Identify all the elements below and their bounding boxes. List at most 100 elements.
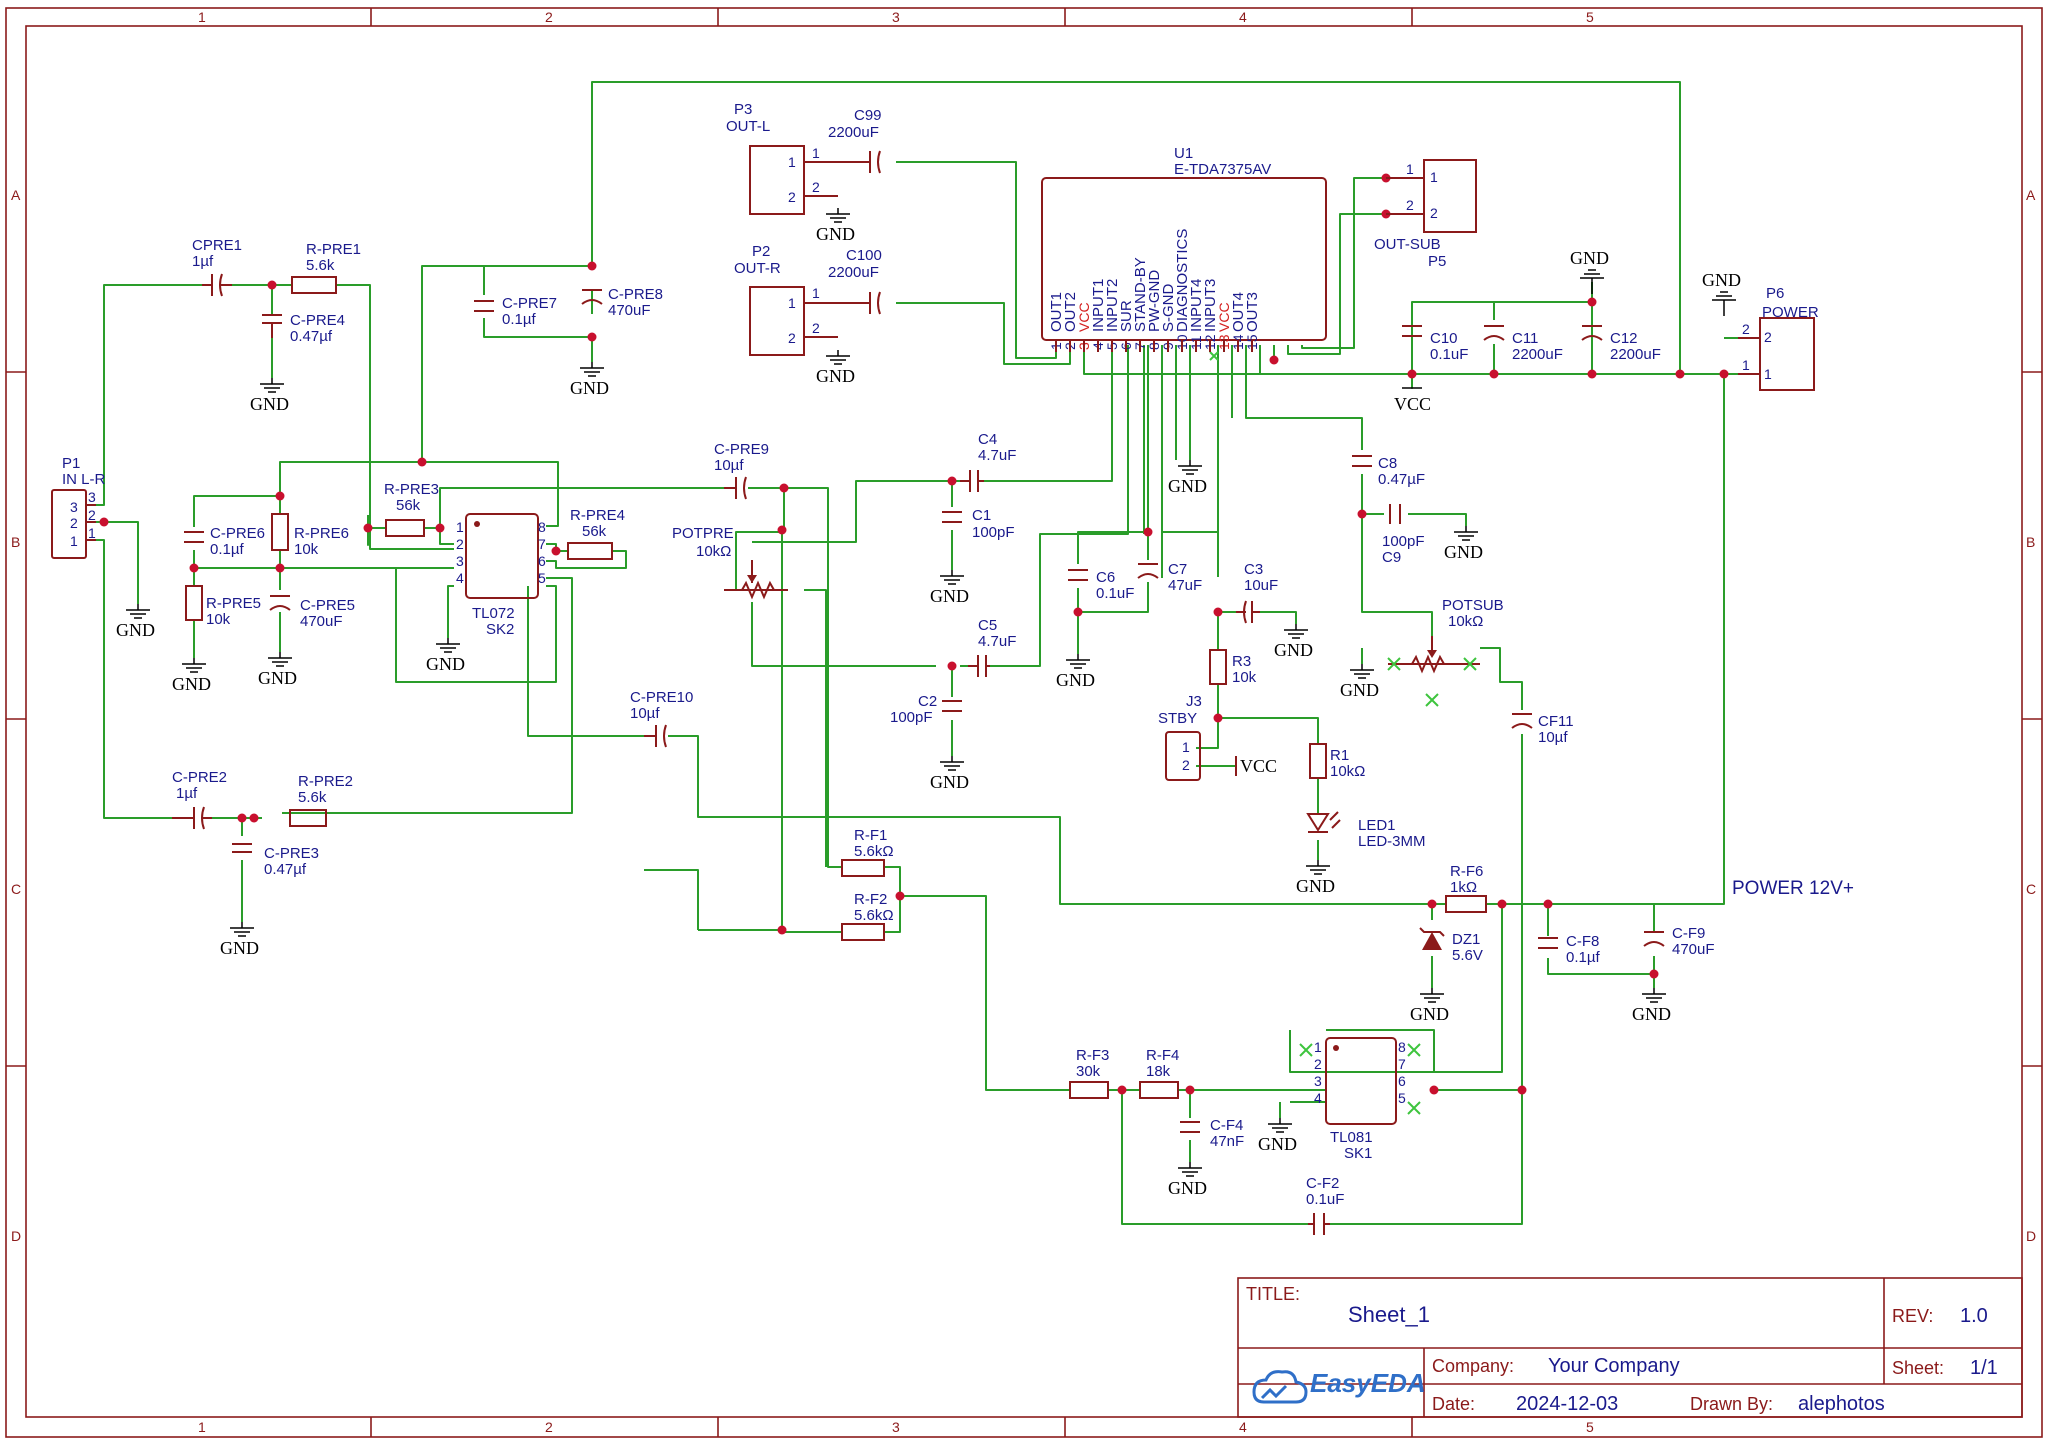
tl081-ref: SK1 <box>1344 1145 1372 1162</box>
ground-symbol: GND <box>1632 988 1671 1024</box>
led1-value: LED-3MM <box>1358 833 1426 850</box>
tl072-pin-5: 5 <box>538 570 546 586</box>
cf4-ref: C-F4 <box>1210 1117 1243 1134</box>
junction-dot <box>1269 355 1279 365</box>
p3-name: OUT-L <box>726 118 770 135</box>
u1-pin-name-12: INPUT3 <box>1202 279 1219 332</box>
ground-symbol: GND <box>250 378 289 414</box>
p3-pin-2b: 2 <box>812 179 820 195</box>
c100-value: 2200uF <box>828 264 879 281</box>
gnd-label: GND <box>816 366 855 386</box>
cpre9-value: 10µf <box>714 457 744 474</box>
ground-symbol: GND <box>1056 654 1095 690</box>
cpre4-value: 0.47µf <box>290 328 333 345</box>
junction-dot <box>587 332 597 342</box>
easyeda-logo-text: EasyEDA <box>1310 1368 1426 1398</box>
c8-ref: C8 <box>1378 455 1397 472</box>
junction-dot <box>1073 607 1083 617</box>
gnd-label: GND <box>1168 476 1207 496</box>
c10-ref: C10 <box>1430 330 1458 347</box>
gnd-label: GND <box>930 772 969 792</box>
zone-row-b-right: B <box>2026 534 2035 550</box>
j3-ref: J3 <box>1186 693 1202 710</box>
c7-value: 47uF <box>1168 577 1202 594</box>
junction-dot <box>777 925 787 935</box>
rpre6-ref: R-PRE6 <box>294 525 349 542</box>
c1-ref: C1 <box>972 507 991 524</box>
gnd-label: GND <box>1168 1178 1207 1198</box>
u1-pin-name-14: OUT4 <box>1230 292 1247 332</box>
gnd-label: GND <box>250 394 289 414</box>
junction-dot <box>947 476 957 486</box>
tl072-pin-4: 4 <box>456 570 464 586</box>
c1-value: 100pF <box>972 524 1015 541</box>
u1-pin-name-2: OUT2 <box>1062 292 1079 332</box>
junction-dot <box>275 563 285 573</box>
rpre1-ref: R-PRE1 <box>306 241 361 258</box>
tl081-pin-7: 7 <box>1398 1056 1406 1072</box>
vcc-label: VCC <box>1394 394 1431 414</box>
drawn-by-label: Drawn By: <box>1690 1394 1773 1414</box>
gnd-label: GND <box>570 378 609 398</box>
u1-pin-labels: OUT11OUT22VCC3INPUT14INPUT25SUR6STAND-BY… <box>1048 229 1261 352</box>
u1-pin-name-7: STAND-BY <box>1132 257 1149 332</box>
u1-pin-name-4: INPUT1 <box>1090 279 1107 332</box>
c5-value: 4.7uF <box>978 633 1016 650</box>
cpre5-ref: C-PRE5 <box>300 597 355 614</box>
junction-dot <box>1675 369 1685 379</box>
junction-dot <box>1649 969 1659 979</box>
r3-value: 10k <box>1232 669 1257 686</box>
tl072-pin-6: 6 <box>538 553 546 569</box>
junction-dot <box>1489 369 1499 379</box>
u1-pin-name-11: INPUT4 <box>1188 279 1205 332</box>
cpre5-value: 470uF <box>300 613 343 630</box>
p2-pin-2: 2 <box>788 330 796 346</box>
vcc-symbol: VCC <box>1394 387 1431 414</box>
junction-dot <box>1427 899 1437 909</box>
vcc-label: VCC <box>1240 756 1277 776</box>
p6-ref: P6 <box>1766 285 1784 302</box>
cf2-ref: C-F2 <box>1306 1175 1339 1192</box>
cpre10-value: 10µf <box>630 705 660 722</box>
no-connect-markers <box>1209 351 1477 1115</box>
junction-dot <box>1357 509 1367 519</box>
ground-symbol: GND <box>258 652 297 688</box>
cpre2-ref: C-PRE2 <box>172 769 227 786</box>
c8-value: 0.47µF <box>1378 471 1425 488</box>
ground-symbol: GND <box>930 756 969 792</box>
gnd-label: GND <box>1632 1004 1671 1024</box>
ground-symbols: GND GND GND GND GND GND GND GND GND GND GND GND GND G… <box>116 208 1741 1198</box>
r3-ref: R3 <box>1232 653 1251 670</box>
company-value: Your Company <box>1548 1355 1680 1377</box>
junction-dot <box>189 563 199 573</box>
gnd-label: GND <box>1340 680 1379 700</box>
p6-name: POWER <box>1762 304 1819 321</box>
rf3-value: 30k <box>1076 1063 1101 1080</box>
c5-ref: C5 <box>978 617 997 634</box>
zone-col-3-bottom: 3 <box>892 1419 900 1435</box>
u1-pin-name-1: OUT1 <box>1048 292 1065 332</box>
ground-symbol: GND <box>116 604 155 640</box>
u1-pin-name-8: PW-GND <box>1146 270 1163 332</box>
junction-dot <box>237 813 247 823</box>
junction-dot <box>587 261 597 271</box>
tl081-pin-8: 8 <box>1398 1039 1406 1055</box>
sheet-frame <box>5 7 2043 1438</box>
tl081-name: TL081 <box>1330 1129 1373 1146</box>
gnd-label: GND <box>172 674 211 694</box>
cpre8-ref: C-PRE8 <box>608 286 663 303</box>
p3-pin-1b: 1 <box>812 145 820 161</box>
gnd-label: GND <box>426 654 465 674</box>
junction-dot <box>551 546 561 556</box>
tl081-pin-1: 1 <box>1314 1039 1322 1055</box>
potsub-value: 10kΩ <box>1448 613 1483 630</box>
led1-ref: LED1 <box>1358 817 1396 834</box>
junction-dot <box>1429 1085 1439 1095</box>
p3-ref: P3 <box>734 101 752 118</box>
cf11-ref: CF11 <box>1538 713 1574 730</box>
u1-ref: U1 <box>1174 145 1193 162</box>
rf1-ref: R-F1 <box>854 827 887 844</box>
junction-dot <box>267 280 277 290</box>
gnd-label: GND <box>816 224 855 244</box>
